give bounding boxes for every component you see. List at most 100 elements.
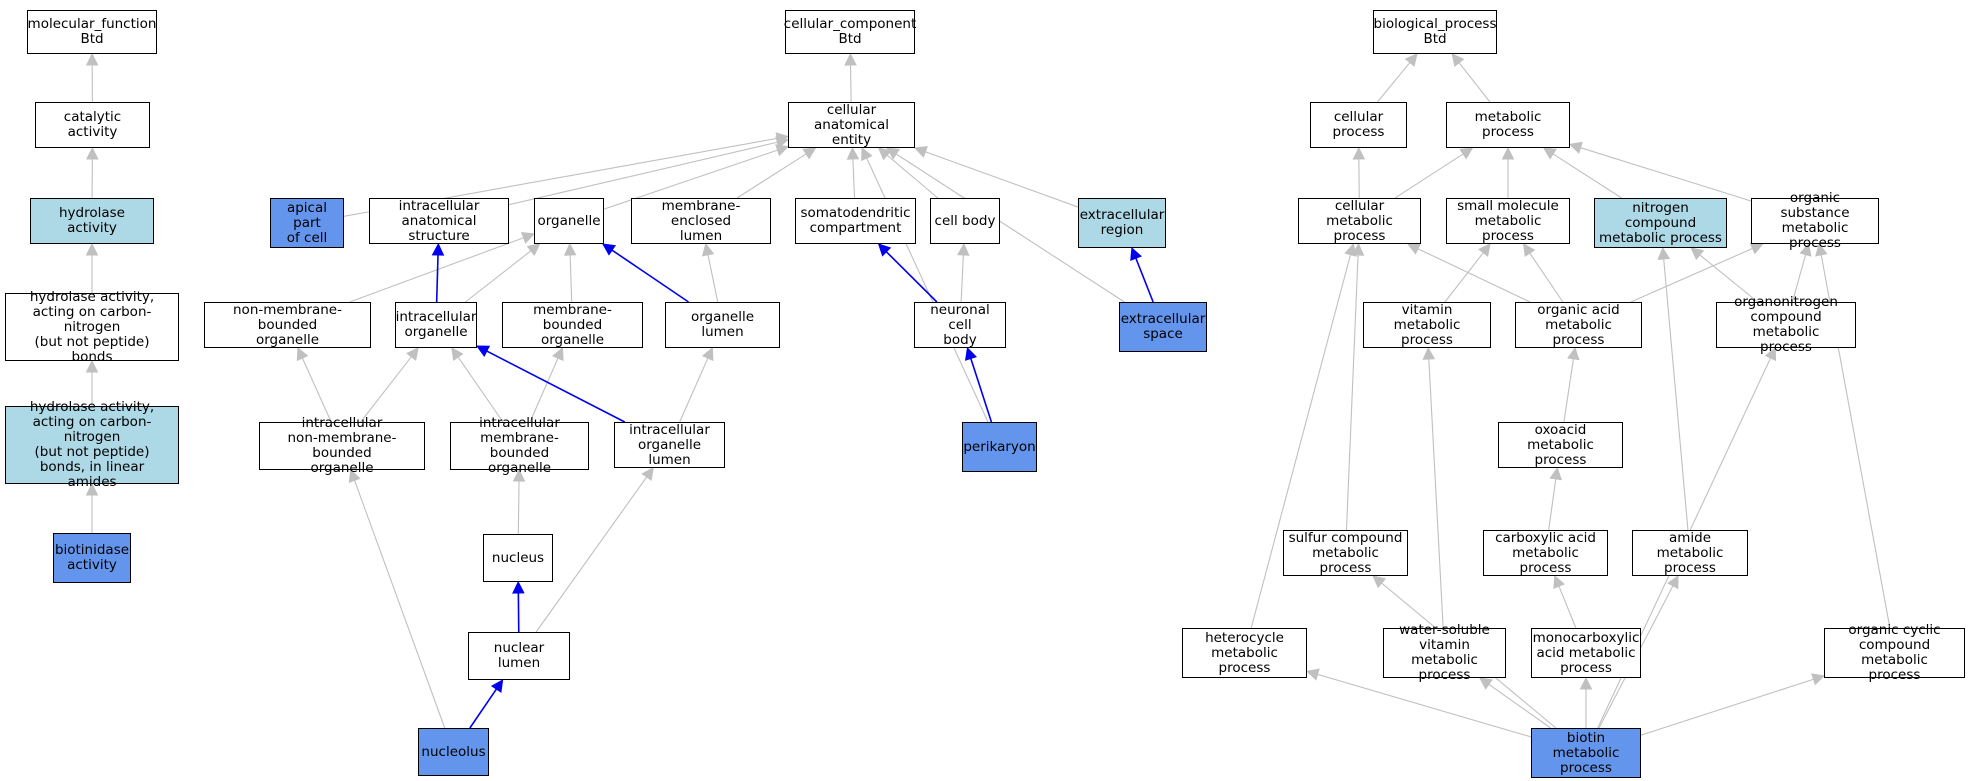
term-node-ol[interactable]: organelle lumen (665, 302, 780, 348)
edge-arrowhead (1344, 242, 1357, 257)
edge-oamp-to-osmp (1630, 247, 1753, 303)
edge-extreg-to-cae (925, 151, 1079, 208)
term-node-cmp[interactable]: cellular metabolic process (1298, 198, 1421, 244)
term-node-mel[interactable]: membrane-enclosed lumen (631, 198, 771, 244)
term-node-mf[interactable]: molecular_function Btd (27, 10, 157, 54)
edge-arrowhead (406, 347, 419, 361)
edge-arrowhead (701, 346, 714, 362)
term-node-extreg[interactable]: extracellular region (1078, 198, 1166, 248)
term-node-hydrolase[interactable]: hydrolase activity (30, 198, 154, 244)
term-node-occmp[interactable]: organic cyclic compound metabolic proces… (1824, 623, 1965, 683)
term-node-ncmp[interactable]: nitrogen compound metabolic process (1594, 198, 1727, 248)
edge-arrowhead (861, 146, 873, 162)
edge-arrowhead (1404, 53, 1418, 67)
edge-arrowhead (846, 146, 860, 160)
term-node-cellbody[interactable]: cell body (930, 198, 1000, 244)
term-node-osmp[interactable]: organic substance metabolic process (1751, 191, 1879, 251)
term-node-cellproc[interactable]: cellular process (1310, 102, 1407, 148)
term-node-camp[interactable]: carboxylic acid metabolic process (1483, 530, 1608, 576)
term-node-ammp[interactable]: amide metabolic process (1632, 530, 1748, 576)
edge-arrowhead (1667, 575, 1679, 590)
edge-nucleolus-to-nuclumen (469, 688, 498, 729)
edge-metproc-to-bp (1458, 62, 1491, 103)
edge-nmbo-to-organelle (349, 237, 524, 303)
term-node-extspace[interactable]: extracellular space (1119, 302, 1207, 352)
edge-arrowhead (802, 147, 817, 160)
edge-arrowhead (1657, 246, 1671, 261)
term-node-bp[interactable]: biological_process Btd (1373, 10, 1497, 54)
term-node-scmp[interactable]: sulfur compound metabolic process (1283, 530, 1408, 576)
term-node-hetmp[interactable]: heterocycle metabolic process (1182, 628, 1307, 678)
term-node-io[interactable]: intracellular organelle (395, 302, 477, 348)
term-node-nucleus[interactable]: nucleus (483, 534, 553, 582)
edge-cellproc-to-bp (1376, 62, 1411, 103)
term-node-oncmp[interactable]: organonitrogen compound metabolic proces… (1716, 295, 1856, 355)
term-node-biotin[interactable]: biotin metabolic process (1531, 728, 1641, 778)
edge-arrowhead (1478, 677, 1493, 690)
term-node-nucleolus[interactable]: nucleolus (418, 728, 489, 776)
edge-arrowhead (1811, 673, 1826, 686)
edge-mcamp-to-camp (1558, 585, 1577, 629)
edge-arrowhead (957, 242, 970, 256)
edge-arrowhead (431, 242, 445, 256)
term-node-ias[interactable]: intracellular anatomical structure (369, 198, 509, 244)
term-node-mcamp[interactable]: monocarboxylic acid metabolic process (1531, 628, 1641, 678)
term-node-iol[interactable]: intracellular organelle lumen (614, 422, 725, 468)
term-node-cc[interactable]: cellular_component Btd (784, 10, 916, 54)
term-node-apical[interactable]: apical part of cell (270, 198, 344, 248)
edge-arrowhead (1352, 146, 1366, 160)
edge-arrowhead (1522, 243, 1536, 258)
term-node-vitmp[interactable]: vitamin metabolic process (1363, 302, 1491, 348)
term-node-imbo[interactable]: intracellular membrane-bounded organelle (450, 416, 589, 476)
edge-ol-to-mel (707, 254, 719, 303)
edge-ammp-to-ncmp (1663, 258, 1689, 531)
term-node-biotinidase[interactable]: biotinidase activity (53, 533, 131, 583)
edge-arrowhead (85, 52, 99, 66)
term-node-metproc[interactable]: metabolic process (1446, 102, 1570, 148)
edge-imbo-to-mbo (529, 357, 559, 423)
edge-extspace-to-extreg (1135, 257, 1154, 303)
term-node-smmp[interactable]: small molecule metabolic process (1446, 198, 1570, 244)
term-node-ncb[interactable]: neuronal cell body (914, 302, 1006, 348)
edge-ias-to-cae (508, 141, 778, 206)
edge-arrowhead (296, 346, 309, 362)
edge-cmp-to-metproc (1394, 153, 1464, 199)
edge-perikaryon-to-ncb (970, 358, 993, 423)
term-node-nuclumen[interactable]: nuclear lumen (468, 632, 570, 680)
edge-arrowhead (1406, 243, 1422, 255)
term-node-somato[interactable]: somatodendritic compartment (795, 198, 916, 244)
term-node-wsvmp[interactable]: water-soluble vitamin metabolic process (1383, 623, 1506, 683)
term-node-cae[interactable]: cellular anatomical entity (788, 102, 915, 148)
term-node-oxomp[interactable]: oxoacid metabolic process (1498, 422, 1623, 468)
edge-wsvmp-to-vitmp (1428, 358, 1444, 629)
term-node-oamp[interactable]: organic acid metabolic process (1515, 302, 1642, 348)
edge-oamp-to-smmp (1529, 252, 1564, 303)
edge-arrowhead (775, 144, 790, 157)
edge-arrowhead (844, 52, 857, 66)
edge-cae-to-cc (849, 64, 852, 103)
edge-oamp-to-cmp (1417, 248, 1531, 303)
edge-arrowhead (521, 231, 536, 244)
edge-camp-to-oxomp (1548, 478, 1557, 531)
edge-ncb-to-cellbody (960, 254, 964, 303)
term-node-mbo[interactable]: membrane-bounded organelle (502, 302, 643, 348)
edge-iol-to-ol (679, 357, 709, 423)
edge-arrowhead (526, 243, 541, 257)
term-node-catalytic[interactable]: catalytic activity (35, 102, 150, 148)
edge-arrowhead (1764, 346, 1777, 362)
edge-arrowhead (1579, 676, 1593, 690)
edge-arrowhead (1130, 246, 1142, 262)
edge-extspace-to-cae (895, 153, 1125, 303)
edge-oncmp-to-osmp (1791, 254, 1807, 303)
edge-inmbo-to-nmbo (301, 357, 332, 423)
term-node-hydro_cn[interactable]: hydrolase activity, acting on carbon-nit… (5, 289, 179, 364)
edge-arrowhead (641, 467, 654, 482)
term-node-hydro_cn_lin[interactable]: hydrolase activity, acting on carbon-nit… (5, 400, 179, 490)
term-node-inmbo[interactable]: intracellular non-membrane-bounded organ… (259, 416, 425, 476)
term-node-nmbo[interactable]: non-membrane-bounded organelle (204, 302, 371, 348)
term-node-perikaryon[interactable]: perikaryon (962, 422, 1037, 472)
edge-imbo-to-io (457, 356, 504, 423)
term-node-organelle[interactable]: organelle (534, 198, 604, 244)
edge-biotin-to-wsvmp (1488, 683, 1551, 729)
